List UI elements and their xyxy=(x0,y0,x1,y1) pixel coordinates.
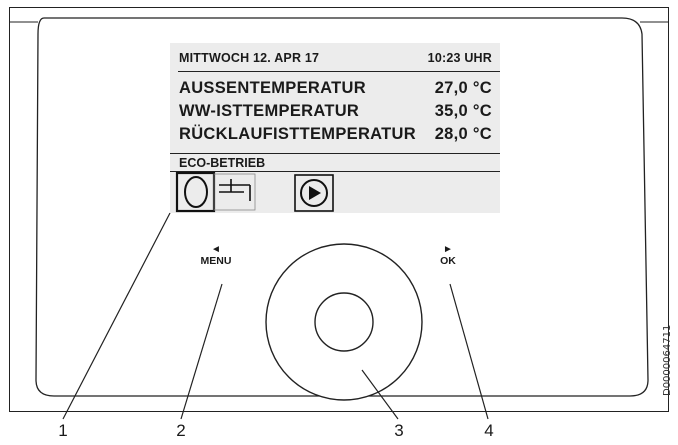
display-time: 10:23 UHR xyxy=(427,51,492,65)
reading-value: 27,0 °C xyxy=(434,79,492,97)
ok-label: OK xyxy=(440,255,456,267)
operating-mode: ECO-BETRIEB xyxy=(179,156,266,170)
callout-4: 4 xyxy=(484,421,494,440)
menu-button[interactable]: ◄ MENU xyxy=(186,244,246,267)
display-divider xyxy=(178,71,500,73)
pump-icon xyxy=(294,174,334,212)
display-date: MITTWOCH 12. APR 17 xyxy=(179,51,320,65)
display-divider xyxy=(170,153,500,155)
menu-label: MENU xyxy=(200,255,232,267)
callout-3: 3 xyxy=(394,421,404,440)
hot-water-tap-icon xyxy=(213,173,256,211)
panel-inner-bezel xyxy=(35,17,649,397)
reading-label: WW-ISTTEMPERATUR xyxy=(179,102,360,120)
callout-2: 2 xyxy=(176,421,186,440)
right-arrow-icon: ► xyxy=(443,244,453,255)
display-header: MITTWOCH 12. APR 17 10:23 UHR xyxy=(179,51,492,65)
lcd-display: MITTWOCH 12. APR 17 10:23 UHR AUSSENTEMP… xyxy=(170,43,500,213)
leader-line-4 xyxy=(449,283,489,420)
reading-row: WW-ISTTEMPERATUR 35,0 °C xyxy=(179,102,492,121)
leader-line-3 xyxy=(361,369,399,420)
reading-label: RÜCKLAUFISTTEMPERATUR xyxy=(179,125,416,143)
status-icons xyxy=(175,171,334,213)
reading-value: 35,0 °C xyxy=(434,102,492,120)
document-id: D0000064711 xyxy=(662,324,673,396)
leader-line-2 xyxy=(180,283,223,420)
reading-value: 28,0 °C xyxy=(434,125,492,143)
compressor-icon xyxy=(175,171,216,213)
reading-row: AUSSENTEMPERATUR 27,0 °C xyxy=(179,79,492,98)
display-divider xyxy=(170,171,500,173)
ok-button[interactable]: ► OK xyxy=(418,244,478,267)
left-arrow-icon: ◄ xyxy=(211,244,221,255)
reading-row: RÜCKLAUFISTTEMPERATUR 28,0 °C xyxy=(179,125,492,144)
reading-label: AUSSENTEMPERATUR xyxy=(179,79,366,97)
leader-line-1 xyxy=(62,212,171,420)
rotary-knob[interactable] xyxy=(265,243,423,401)
callout-1: 1 xyxy=(58,421,68,440)
